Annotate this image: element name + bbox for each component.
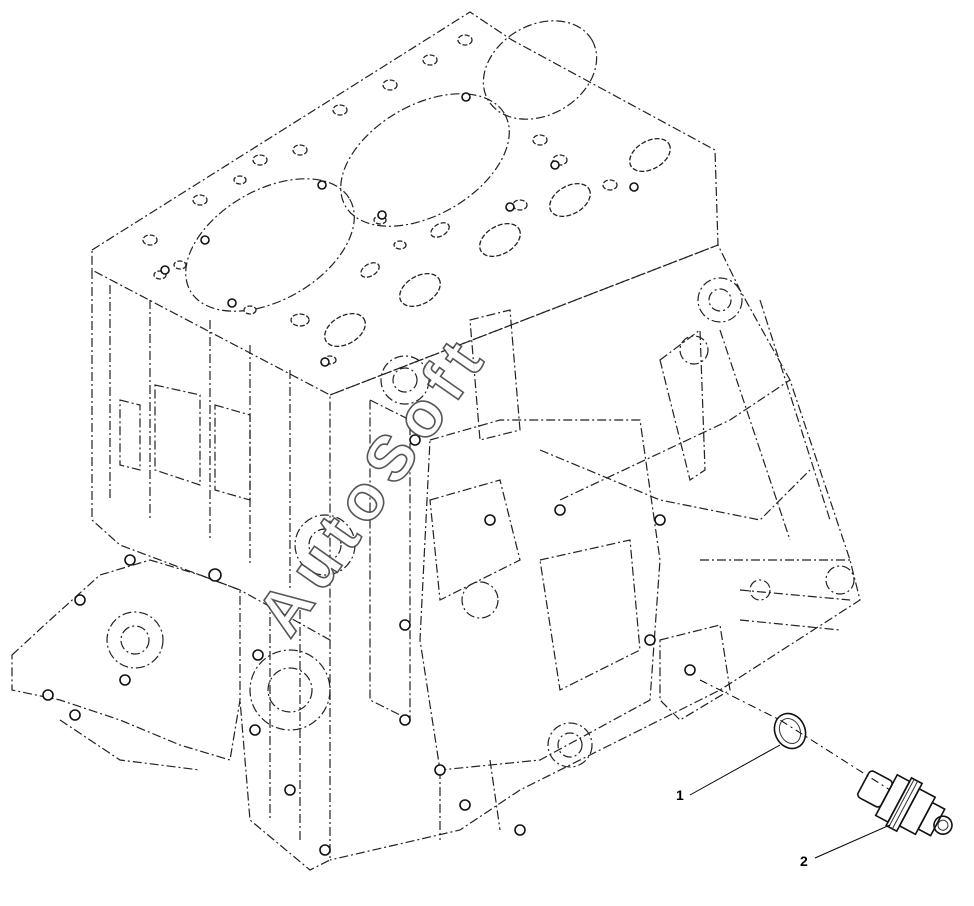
sensor-part: [857, 770, 953, 837]
callout-2-leader: [814, 824, 891, 859]
callout-2-label: 2: [800, 853, 808, 869]
callout-1-label: 1: [676, 787, 684, 803]
callout-1-leader: [689, 744, 781, 796]
o-ring-part: [773, 712, 807, 750]
engine-block: [11, 11, 861, 871]
